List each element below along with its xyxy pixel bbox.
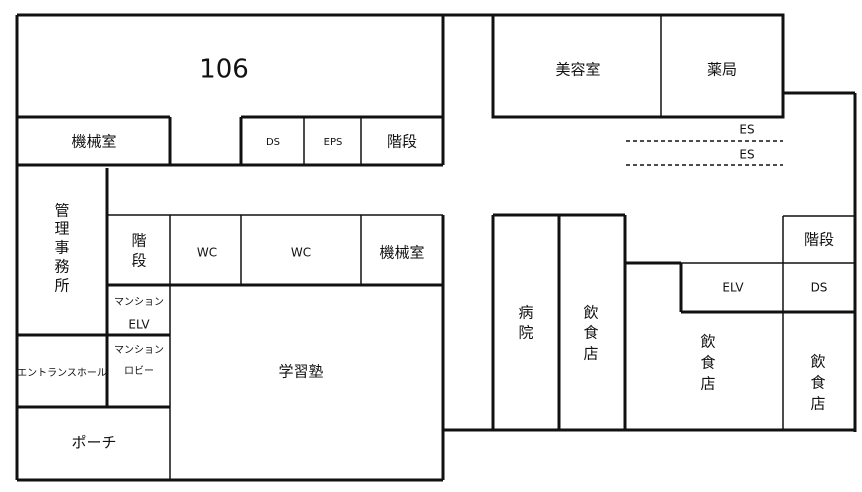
restaurant-2-label: 飲 食 店 [700, 333, 715, 393]
stairs-left-label: 階 段 [131, 232, 146, 270]
svg-text:マンション: マンション [114, 345, 164, 356]
svg-text:マンション: マンション [114, 297, 164, 308]
porch-label: ポーチ [71, 434, 116, 452]
ds-right-label: DS [811, 281, 828, 295]
svg-text:事: 事 [54, 239, 69, 257]
svg-text:食: 食 [810, 374, 825, 392]
svg-text:店: 店 [700, 375, 715, 393]
wc-large-label: WC [291, 246, 311, 260]
svg-text:ロビー: ロビー [124, 365, 154, 377]
ds-top-label: DS [266, 137, 280, 148]
machine-room-top-label: 機械室 [71, 133, 116, 151]
mansion-lobby-label: マンション ロビー [114, 345, 164, 377]
hospital-label: 病 院 [518, 304, 533, 342]
svg-text:飲: 飲 [810, 353, 825, 371]
svg-text:務: 務 [54, 258, 69, 276]
svg-text:所: 所 [54, 277, 69, 295]
svg-text:食: 食 [583, 324, 598, 342]
svg-text:段: 段 [131, 252, 146, 270]
svg-text:飲: 飲 [583, 304, 598, 322]
stairs-right-label: 階段 [804, 231, 834, 249]
svg-text:病: 病 [518, 304, 533, 322]
wc-small-label: WC [197, 246, 217, 260]
svg-text:ELV: ELV [128, 318, 150, 332]
right-building-walls [443, 13, 857, 432]
entrance-hall-label: エントランスホール [17, 367, 107, 379]
restaurant-3-label: 飲 食 店 [810, 353, 825, 413]
svg-text:理: 理 [54, 220, 69, 238]
eps-label: EPS [324, 137, 343, 148]
escalator-2-label: ES [739, 148, 754, 162]
machine-room-mid-label: 機械室 [379, 244, 424, 262]
beauty-salon-label: 美容室 [555, 61, 600, 79]
management-office-label: 管 理 事 務 所 [54, 202, 69, 295]
elv-right-label: ELV [722, 281, 744, 295]
svg-text:飲: 飲 [700, 333, 715, 351]
svg-text:店: 店 [810, 395, 825, 413]
svg-text:店: 店 [583, 345, 598, 363]
svg-text:階: 階 [131, 232, 146, 250]
cram-school-label: 学習塾 [278, 363, 323, 381]
pharmacy-label: 薬局 [707, 61, 737, 79]
svg-text:管: 管 [54, 202, 69, 220]
left-building-walls [15, 13, 445, 482]
svg-text:院: 院 [518, 324, 533, 342]
unit-106-label: 106 [199, 55, 249, 85]
svg-text:食: 食 [700, 354, 715, 372]
restaurant-1-label: 飲 食 店 [583, 304, 598, 363]
mansion-elv-label: マンション ELV [114, 297, 164, 332]
stairs-top-label: 階段 [387, 133, 417, 151]
escalator-1-label: ES [739, 123, 754, 137]
